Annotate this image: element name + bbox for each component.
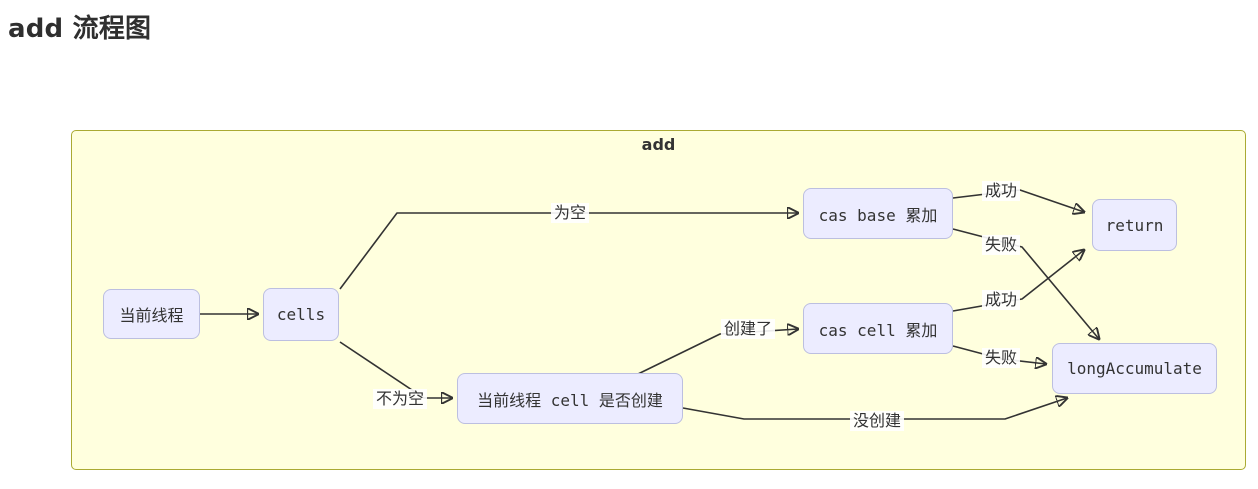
edge-label-is-empty: 为空	[550, 203, 590, 223]
node-long-accumulate: longAccumulate	[1052, 343, 1217, 394]
edge-label-base-success: 成功	[981, 181, 1021, 201]
edge-cascell-to-return	[952, 250, 1084, 312]
edge-label-base-fail: 失败	[981, 235, 1021, 255]
edge-label-cell-fail: 失败	[981, 348, 1021, 368]
edge-label-cell-success: 成功	[981, 290, 1021, 310]
flowchart-container: add 当前线程 cells cas base 累加 cas cell 累加 当…	[71, 130, 1246, 470]
edge-cells-to-casbase	[339, 213, 798, 290]
cluster-label-add: add	[641, 135, 676, 154]
edge-casbase-to-longacc	[952, 228, 1099, 339]
node-cas-base: cas base 累加	[803, 188, 953, 239]
node-cells: cells	[263, 288, 339, 341]
edge-label-not-empty: 不为空	[372, 389, 428, 409]
node-current-thread: 当前线程	[103, 289, 200, 339]
node-return: return	[1092, 199, 1177, 251]
page-title: add 流程图	[8, 14, 152, 44]
node-cell-created-check: 当前线程 cell 是否创建	[457, 373, 683, 424]
node-cas-cell: cas cell 累加	[803, 303, 953, 354]
edge-label-created: 创建了	[720, 319, 776, 339]
edge-label-not-created: 没创建	[849, 411, 905, 431]
